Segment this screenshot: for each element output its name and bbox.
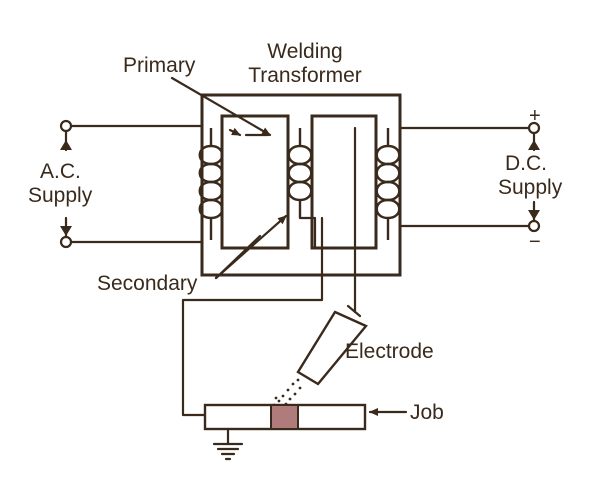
title-line-2: Transformer <box>248 64 362 87</box>
secondary-pointer-2 <box>214 234 262 280</box>
ac-arrow-down <box>60 226 72 236</box>
secondary-coil <box>287 128 313 218</box>
secondary-label: Secondary <box>97 272 198 295</box>
primary-pointer-1 <box>170 76 272 137</box>
ac-supply-wiring <box>59 119 204 249</box>
ground-icon <box>212 427 244 461</box>
dc-terminal-bottom <box>527 219 541 233</box>
secondary-circuit <box>181 126 357 417</box>
weld-pool <box>270 404 299 430</box>
minus-sign: − <box>529 231 541 253</box>
core-window-right <box>310 114 378 250</box>
dc-coil <box>375 128 401 240</box>
ac-terminal-top <box>59 119 73 133</box>
dc-terminal-top <box>527 121 541 135</box>
dc-label-line-2: Supply <box>498 176 563 199</box>
dc-label-line-1: D.C. <box>505 152 547 175</box>
electrode-label: Electrode <box>345 340 434 363</box>
electrode-holder <box>296 310 368 386</box>
primary-pointer-2 <box>228 127 242 137</box>
dc-arrow-up <box>528 140 540 150</box>
ac-terminal-bottom <box>59 235 73 249</box>
title-line-1: Welding <box>267 40 343 63</box>
primary-label: Primary <box>123 54 196 77</box>
primary-coil <box>198 128 224 240</box>
job-plate <box>203 403 367 431</box>
dc-arrow-down <box>528 210 540 220</box>
ac-label-line-2: Supply <box>28 184 93 207</box>
ac-label-line-1: A.C. <box>40 160 81 183</box>
core-window-left <box>220 114 290 250</box>
dc-supply-wiring <box>398 121 541 233</box>
transformer-core <box>200 93 402 277</box>
pointer-arrows <box>170 76 408 416</box>
electrode <box>296 304 368 386</box>
job-label: Job <box>410 401 444 424</box>
plus-sign: + <box>529 105 541 127</box>
ac-arrow-up <box>60 140 72 150</box>
